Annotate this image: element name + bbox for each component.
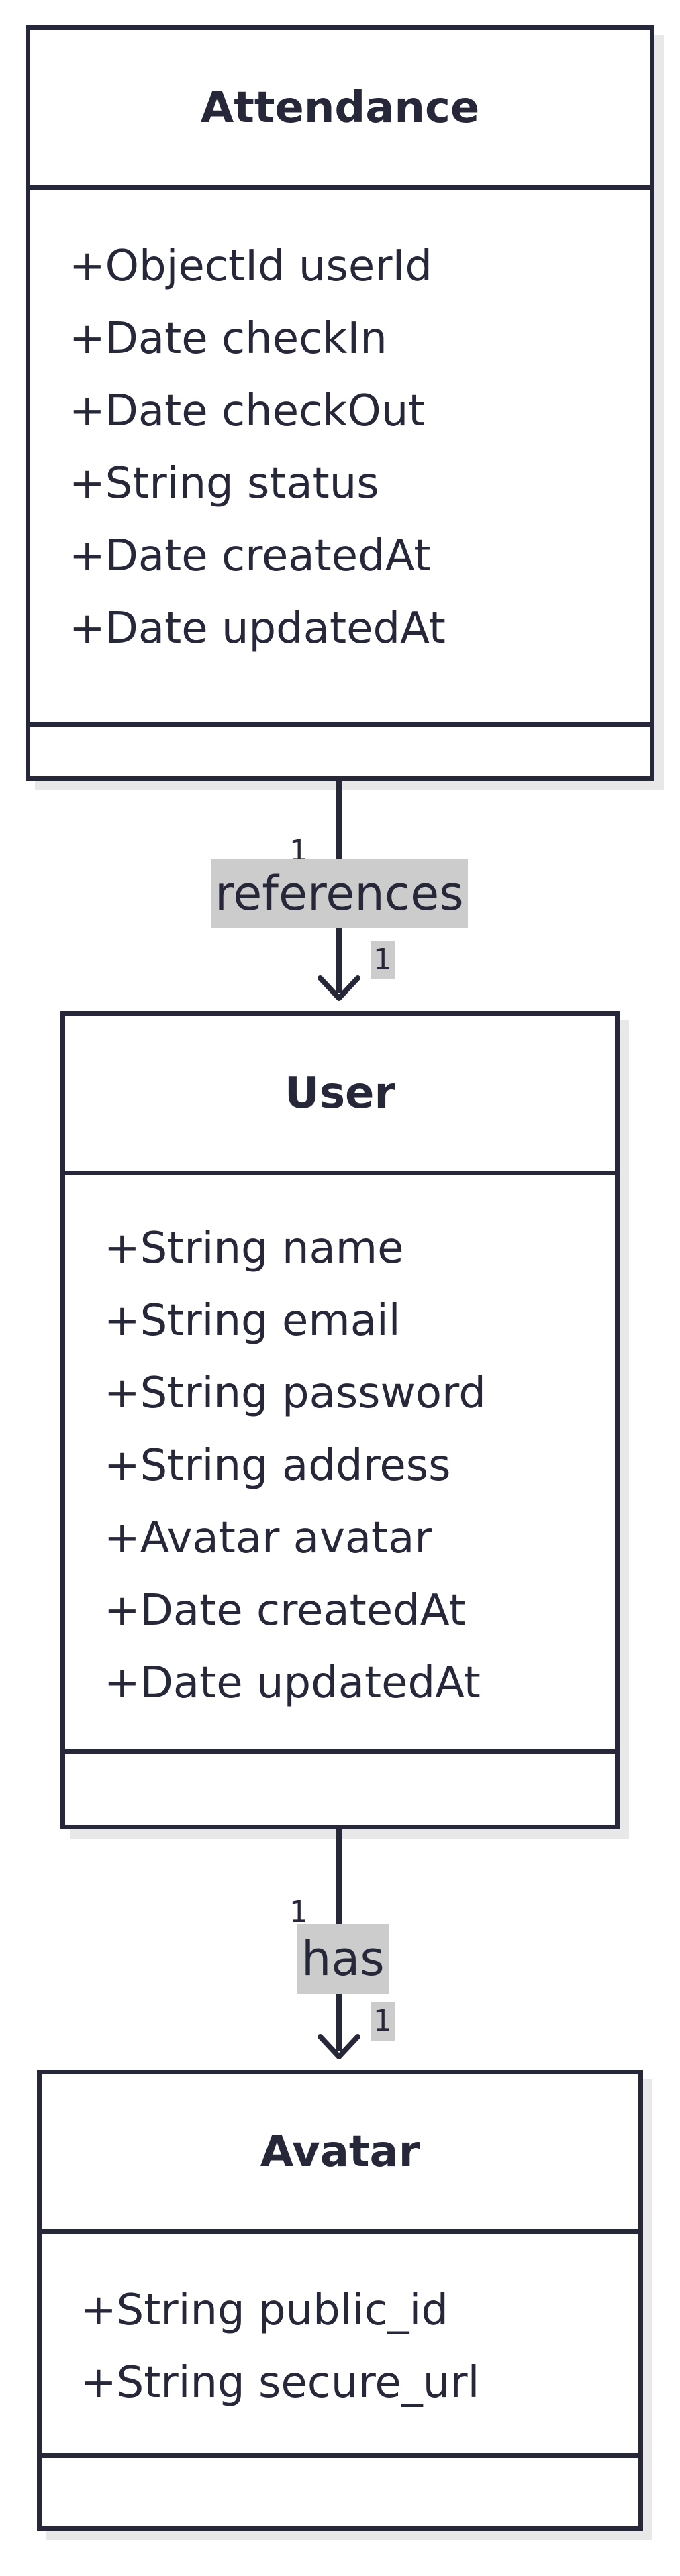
attribute: +Date checkOut	[69, 386, 426, 436]
attribute: +ObjectId userId	[69, 241, 432, 291]
attribute: +String status	[69, 459, 379, 508]
class-user-attributes: +String name +String email +String passw…	[65, 1175, 615, 1754]
class-avatar-name: Avatar	[42, 2074, 638, 2234]
attribute: +String name	[104, 1224, 404, 1273]
class-avatar-attributes: +String public_id +String secure_url	[42, 2234, 638, 2458]
attribute: +String email	[104, 1296, 401, 1346]
has-arrowhead	[318, 2034, 360, 2059]
has-label: has	[297, 1924, 389, 1994]
attribute: +String public_id	[81, 2286, 448, 2335]
class-user: User +String name +String email +String …	[60, 1011, 620, 1829]
class-user-name: User	[65, 1016, 615, 1175]
attribute: +Date updatedAt	[69, 604, 446, 653]
attribute: +Date createdAt	[69, 531, 431, 581]
attribute: +Avatar avatar	[104, 1513, 432, 1563]
attribute: +String password	[104, 1368, 486, 1418]
references-target-multiplicity: 1	[371, 941, 395, 979]
references-arrowhead	[318, 975, 360, 1001]
class-attendance-name: Attendance	[30, 30, 650, 190]
attribute: +Date createdAt	[104, 1586, 466, 1635]
has-target-multiplicity: 1	[371, 2002, 395, 2041]
class-attendance: Attendance +ObjectId userId +Date checkI…	[26, 25, 654, 781]
attribute: +Date checkIn	[69, 314, 387, 364]
attribute: +String address	[104, 1441, 451, 1491]
attribute: +Date updatedAt	[104, 1658, 481, 1708]
attribute: +String secure_url	[81, 2358, 480, 2408]
has-source-multiplicity: 1	[289, 1895, 308, 1929]
class-attendance-attributes: +ObjectId userId +Date checkIn +Date che…	[30, 190, 650, 727]
class-avatar: Avatar +String public_id +String secure_…	[37, 2070, 643, 2531]
references-label: references	[211, 859, 468, 928]
